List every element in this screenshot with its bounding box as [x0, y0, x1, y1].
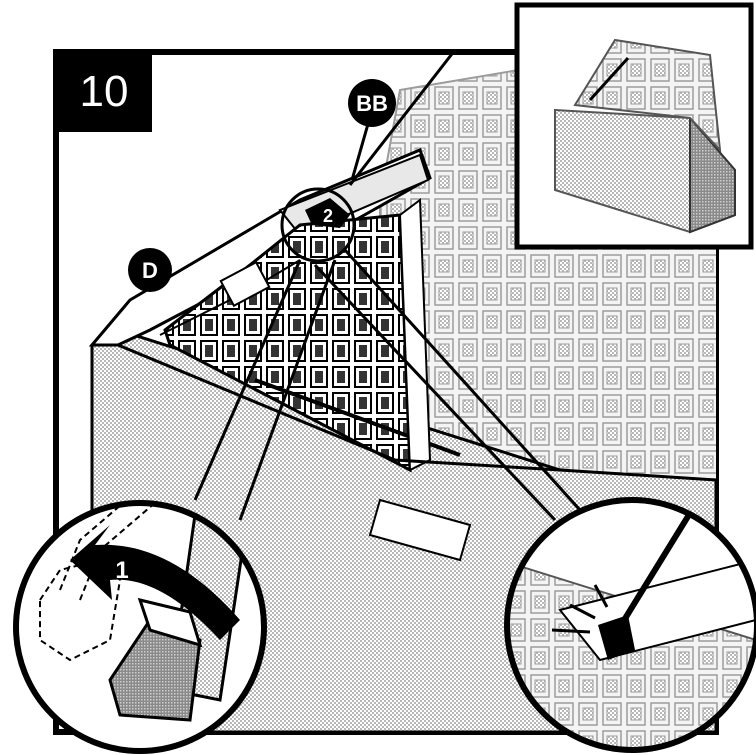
press-detail — [504, 497, 756, 753]
callout-d: D — [128, 248, 172, 292]
tool-icon — [615, 503, 698, 632]
magnifier-circle — [280, 187, 356, 263]
press-step-number: 2 — [323, 206, 333, 226]
magnifier-callout — [193, 49, 582, 522]
step-number-badge: 10 — [56, 52, 152, 132]
callout-d-label: D — [142, 258, 158, 283]
rotate-arrow-icon — [70, 525, 240, 640]
step-number: 10 — [80, 67, 129, 116]
callout-bb-label: BB — [356, 91, 388, 116]
rotate-step-number: 1 — [115, 557, 128, 584]
overview-inset — [514, 2, 754, 250]
callout-bb: BB — [348, 79, 396, 127]
press-step-badge: 2 — [305, 198, 350, 228]
